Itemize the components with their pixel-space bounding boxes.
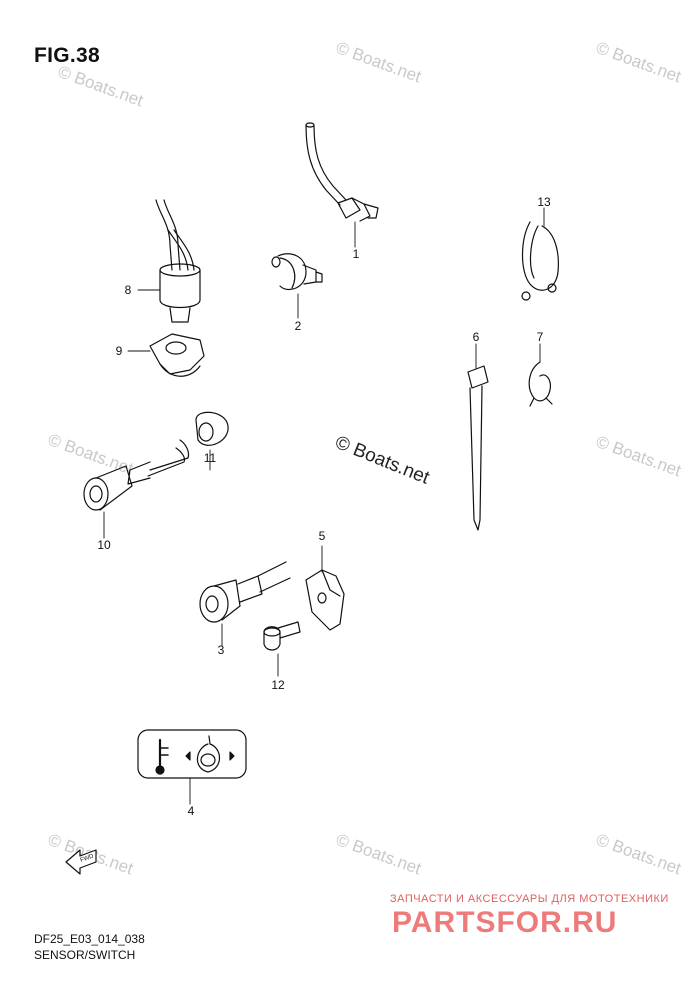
callout-12: 12 xyxy=(271,678,285,692)
part-7-wire-clip xyxy=(528,343,553,407)
part-3-sensor xyxy=(199,561,291,647)
brand-tagline: ЗАПЧАСТИ И АКСЕССУАРЫ ДЛЯ МОТОТЕХНИКИ xyxy=(390,893,669,905)
callout-13: 13 xyxy=(537,195,551,209)
callout-10: 10 xyxy=(97,538,111,552)
diagram-name: SENSOR/SWITCH xyxy=(34,948,136,962)
part-9-bracket xyxy=(127,333,205,377)
fwd-label: FWD xyxy=(80,853,96,864)
callout-5: 5 xyxy=(318,529,326,543)
callout-11: 11 xyxy=(203,451,217,465)
callout-3: 3 xyxy=(217,643,225,657)
callout-1: 1 xyxy=(352,247,360,261)
part-11-grommet xyxy=(195,411,229,471)
figure-title: FIG.38 xyxy=(34,44,100,67)
part-10-sensor xyxy=(83,439,190,539)
callout-7: 7 xyxy=(536,330,544,344)
callout-8: 8 xyxy=(124,283,132,297)
part-12-bolt xyxy=(263,621,301,677)
part-6-cable-tie xyxy=(467,343,489,531)
part-5-bracket xyxy=(305,545,345,631)
part-4-label xyxy=(137,729,247,805)
callout-6: 6 xyxy=(472,330,480,344)
fwd-arrow-icon: FWD xyxy=(65,849,97,875)
callout-2: 2 xyxy=(294,319,302,333)
brand-logo: PARTSFOR.RU xyxy=(392,906,618,939)
part-2-switch xyxy=(271,253,323,319)
part-1-sensor xyxy=(305,122,379,248)
part-8-sensor xyxy=(137,199,201,323)
callout-4: 4 xyxy=(187,804,195,818)
diagram-code: DF25_E03_014_038 xyxy=(34,932,145,946)
part-13-clip xyxy=(521,207,559,301)
callout-9: 9 xyxy=(115,344,123,358)
